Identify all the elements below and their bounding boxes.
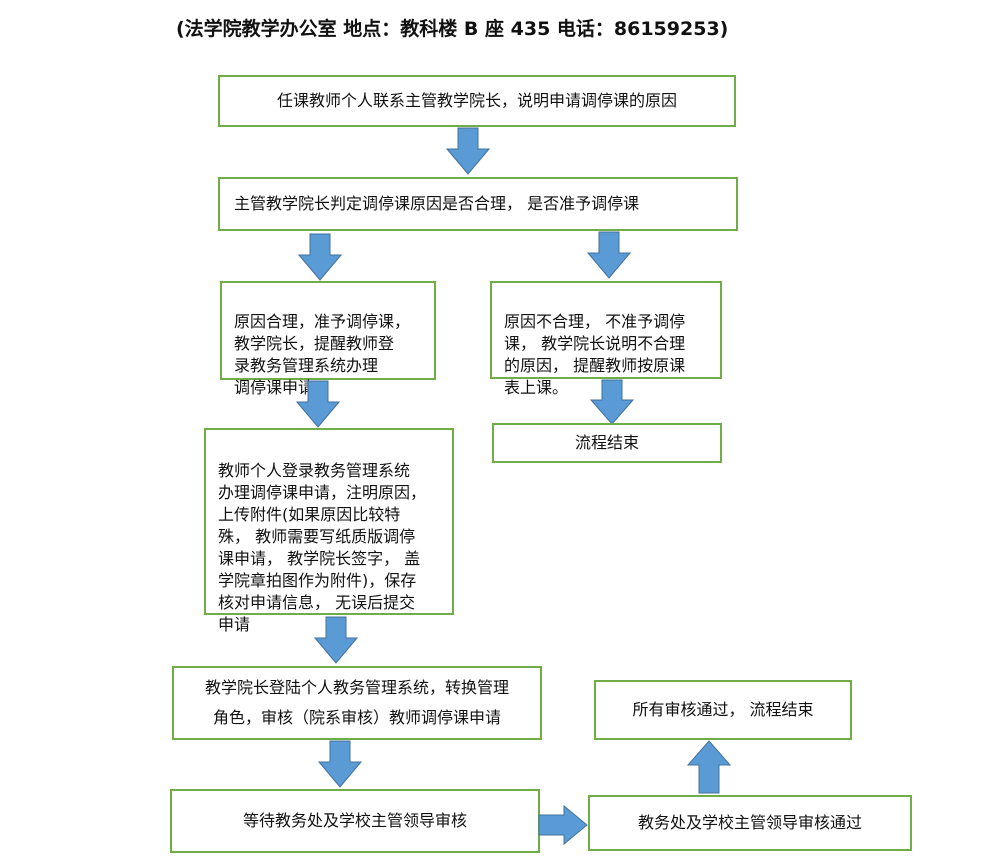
teacher-apply-text: 教师个人登录教务管理系统 办理调停课申请，注明原因， 上传附件(如果原因比较特 … [218,461,427,634]
page-header: (法学院教学办公室 地点：教科楼 B 座 435 电话：86159253) [176,18,729,40]
dean-review-line2: 角色，审核（院系审核）教师调停课申请 [212,708,501,727]
wait-review-box: 等待教务处及学校主管领导审核 [170,789,540,853]
reason-unreasonable-box: 原因不合理， 不准予调停 课， 教学院长说明不合理 的原因， 提醒教师按原课 表… [490,281,722,397]
arrow-down-1 [446,127,490,175]
arrow-right-to-approved [538,805,588,845]
all-passed-box: 所有审核通过， 流程结束 [594,680,852,740]
reason-reasonable-text: 原因合理，准予调停课， 教学院长，提醒教师登 录教务管理系统办理 调停课申请 [234,312,411,397]
step-contact-dean-box: 任课教师个人联系主管教学院长，说明申请调停课的原因 [218,75,736,127]
all-passed-text: 所有审核通过， 流程结束 [632,700,814,719]
step-dean-judge-text: 主管教学院长判定调停课原因是否合理， 是否准予调停课 [234,194,640,213]
wait-review-text: 等待教务处及学校主管领导审核 [242,811,467,830]
arrow-down-to-end [590,379,634,425]
arrow-down-to-teacher-apply [296,380,340,428]
arrow-down-to-wait-review [318,740,362,788]
reason-unreasonable-text: 原因不合理， 不准予调停 课， 教学院长说明不合理 的原因， 提醒教师按原课 表… [504,312,686,397]
reason-reasonable-box: 原因合理，准予调停课， 教学院长，提醒教师登 录教务管理系统办理 调停课申请 [220,281,436,397]
arrow-down-to-dean-review [314,616,358,664]
dean-review-line1: 教学院长登陆个人教务管理系统，转换管理 [204,678,509,697]
step-dean-judge-box: 主管教学院长判定调停课原因是否合理， 是否准予调停课 [218,177,738,231]
arrow-up-to-all-passed [687,740,731,794]
step-contact-dean-text: 任课教师个人联系主管教学院长，说明申请调停课的原因 [276,91,677,110]
approved-text: 教务处及学校主管领导审核通过 [637,813,862,832]
flow-end-text: 流程结束 [574,433,639,452]
arrow-down-right-branch [587,231,631,279]
flow-end-box: 流程结束 [492,423,722,463]
arrow-down-left-branch [298,233,342,281]
teacher-apply-box: 教师个人登录教务管理系统 办理调停课申请，注明原因， 上传附件(如果原因比较特 … [204,428,454,634]
approved-box: 教务处及学校主管领导审核通过 [588,795,912,851]
dean-review-box: 教学院长登陆个人教务管理系统，转换管理 角色，审核（院系审核）教师调停课申请 [172,666,542,740]
